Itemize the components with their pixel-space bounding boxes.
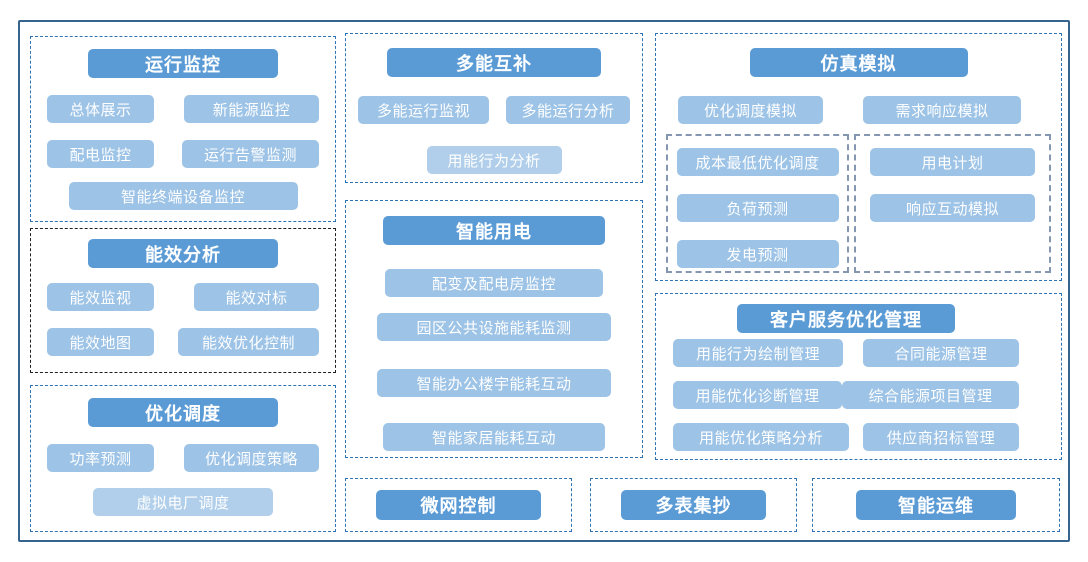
item-row: 多能运行监视 多能运行分析 xyxy=(358,96,630,124)
module-item: 能效监视 xyxy=(47,283,154,311)
module-item: 用能优化诊断管理 xyxy=(673,381,843,409)
item-row: 用能行为绘制管理 合同能源管理 xyxy=(673,339,1019,367)
module-item: 综合能源项目管理 xyxy=(842,381,1019,409)
section-header-energy-efficiency: 能效分析 xyxy=(88,239,278,268)
module-item: 需求响应模拟 xyxy=(863,96,1021,124)
section-header-smart-power: 智能用电 xyxy=(383,216,605,245)
item-row: 配电监控 运行告警监测 xyxy=(47,140,319,168)
module-item: 总体展示 xyxy=(47,95,154,123)
module-item: 智能终端设备监控 xyxy=(68,182,298,210)
item-row: 用能优化诊断管理 综合能源项目管理 xyxy=(673,381,1019,409)
module-item: 运行告警监测 xyxy=(182,140,319,168)
module-item: 用能行为绘制管理 xyxy=(673,339,843,367)
section-microgrid-control: 微网控制 xyxy=(345,478,572,532)
simulation-subgroups: 成本最低优化调度 负荷预测 发电预测 用电计划 响应互动模拟 xyxy=(666,134,1051,273)
module-item: 成本最低优化调度 xyxy=(676,148,839,176)
item-row: 能效地图 能效优化控制 xyxy=(47,328,319,356)
section-smart-power-use: 智能用电 配变及配电房监控 园区公共设施能耗监测 智能办公楼宇能耗互动 智能家居… xyxy=(345,200,643,458)
section-header-operation-monitoring: 运行监控 xyxy=(88,49,278,78)
section-header-smart-om: 智能运维 xyxy=(856,490,1016,520)
module-item: 能效地图 xyxy=(47,328,154,356)
item-row: 虚拟电厂调度 xyxy=(47,488,319,516)
section-energy-efficiency-analysis: 能效分析 能效监视 能效对标 能效地图 能效优化控制 xyxy=(30,228,336,373)
subgroup-dispatch-forecast: 成本最低优化调度 负荷预测 发电预测 xyxy=(666,134,849,273)
module-item: 用电计划 xyxy=(870,148,1035,176)
module-item: 新能源监控 xyxy=(184,95,319,123)
subgroup-power-plan: 用电计划 响应互动模拟 xyxy=(854,134,1051,273)
module-item: 虚拟电厂调度 xyxy=(93,488,273,516)
module-item: 供应商招标管理 xyxy=(863,423,1019,451)
section-header-multi-meter-reading: 多表集抄 xyxy=(621,490,766,520)
module-item: 智能办公楼宇能耗互动 xyxy=(377,369,611,397)
section-header-multi-energy: 多能互补 xyxy=(387,48,601,77)
module-item: 优化调度模拟 xyxy=(678,96,823,124)
module-item: 发电预测 xyxy=(676,240,839,268)
module-item: 功率预测 xyxy=(47,444,154,472)
item-row: 功率预测 优化调度策略 xyxy=(47,444,319,472)
item-row: 智能终端设备监控 xyxy=(47,182,319,210)
module-item: 优化调度策略 xyxy=(184,444,319,472)
section-simulation: 仿真模拟 优化调度模拟 需求响应模拟 成本最低优化调度 负荷预测 发电预测 用电… xyxy=(655,33,1062,281)
item-row: 能效监视 能效对标 xyxy=(47,283,319,311)
module-item: 用能行为分析 xyxy=(426,146,562,174)
module-item: 能效优化控制 xyxy=(178,328,319,356)
item-row: 优化调度模拟 需求响应模拟 xyxy=(666,96,1051,124)
item-row: 园区公共设施能耗监测 xyxy=(368,313,620,341)
module-item: 配电监控 xyxy=(47,140,154,168)
section-header-optimal-dispatch: 优化调度 xyxy=(88,398,278,427)
section-operation-monitoring: 运行监控 总体展示 新能源监控 配电监控 运行告警监测 智能终端设备监控 xyxy=(30,36,336,222)
item-row: 配变及配电房监控 xyxy=(368,269,620,297)
module-item: 园区公共设施能耗监测 xyxy=(377,313,611,341)
item-row: 用能行为分析 xyxy=(358,146,630,174)
module-item: 能效对标 xyxy=(194,283,319,311)
section-customer-service-management: 客户服务优化管理 用能行为绘制管理 合同能源管理 用能优化诊断管理 综合能源项目… xyxy=(655,293,1062,460)
item-row: 用能优化策略分析 供应商招标管理 xyxy=(673,423,1019,451)
module-item: 用能优化策略分析 xyxy=(673,423,849,451)
item-row: 智能办公楼宇能耗互动 xyxy=(368,369,620,397)
module-item: 多能运行监视 xyxy=(358,96,489,124)
module-item: 负荷预测 xyxy=(676,194,839,222)
section-header-simulation: 仿真模拟 xyxy=(749,48,968,77)
module-item: 多能运行分析 xyxy=(506,96,630,124)
module-item: 响应互动模拟 xyxy=(870,194,1035,222)
section-header-customer-service: 客户服务优化管理 xyxy=(737,304,955,333)
section-multi-energy-complementarity: 多能互补 多能运行监视 多能运行分析 用能行为分析 xyxy=(345,33,643,183)
item-row: 智能家居能耗互动 xyxy=(368,423,620,451)
section-smart-operation-maintenance: 智能运维 xyxy=(812,478,1060,532)
module-item: 智能家居能耗互动 xyxy=(383,423,605,451)
item-row: 总体展示 新能源监控 xyxy=(47,95,319,123)
module-item: 配变及配电房监控 xyxy=(385,269,603,297)
outer-frame xyxy=(18,20,1070,542)
section-multi-meter-reading: 多表集抄 xyxy=(590,478,797,532)
section-header-microgrid-control: 微网控制 xyxy=(376,490,541,520)
module-item: 合同能源管理 xyxy=(863,339,1019,367)
section-optimal-dispatch: 优化调度 功率预测 优化调度策略 虚拟电厂调度 xyxy=(30,385,336,532)
